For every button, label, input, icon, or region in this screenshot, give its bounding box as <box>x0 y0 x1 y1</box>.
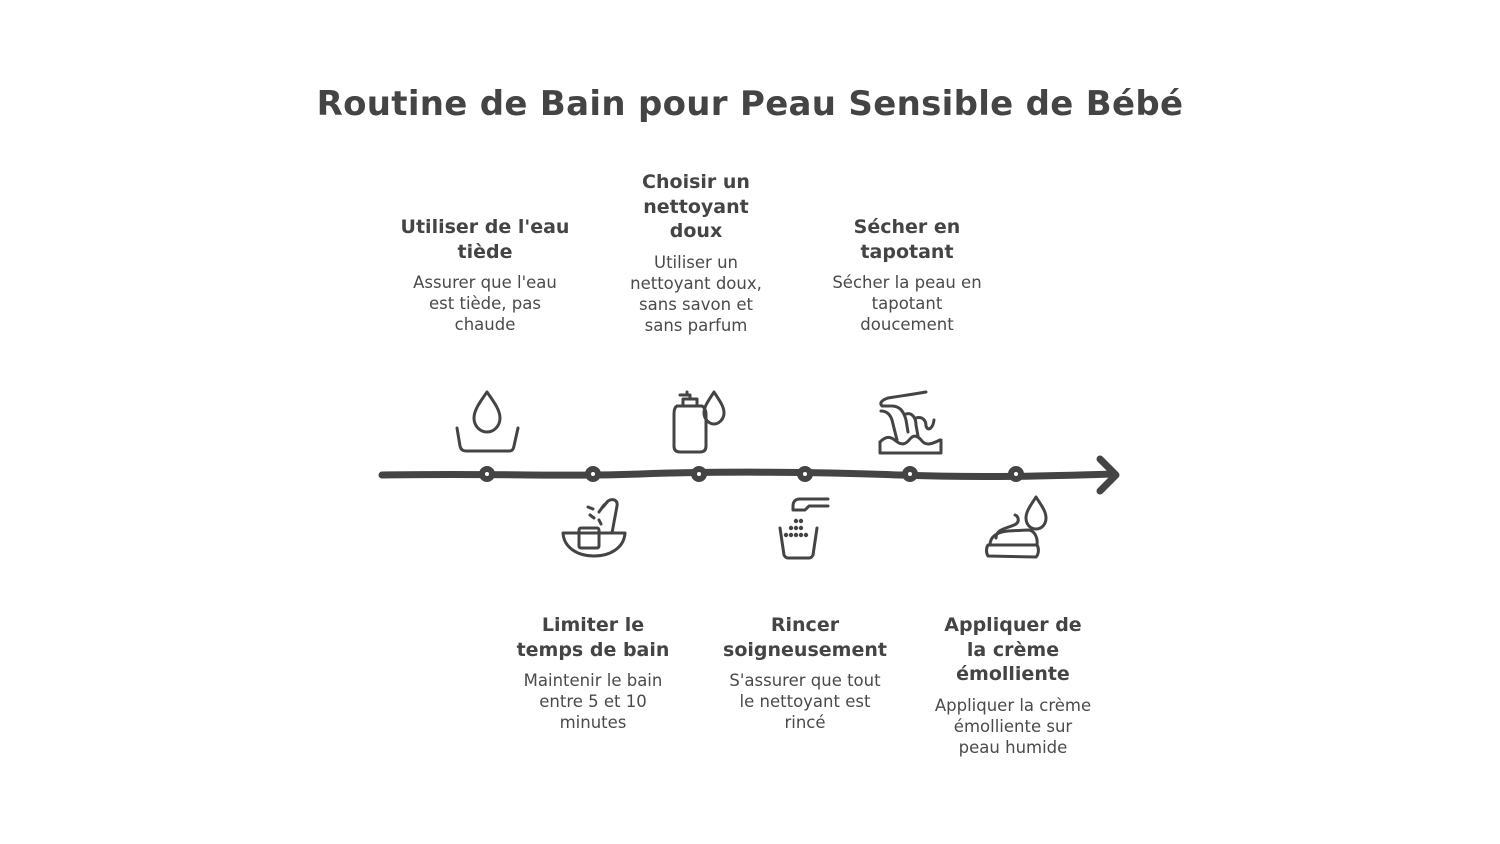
step-4: Rincer soigneusement S'assurer que tout … <box>715 613 895 733</box>
step-description: Utiliser un nettoyant doux, sans savon e… <box>630 252 762 335</box>
water-drop-basin-icon <box>455 390 520 453</box>
step-5: Sécher en tapotant Sécher la peau en tap… <box>822 215 992 335</box>
step-heading: Rincer soigneusement <box>723 614 887 661</box>
cream-jar-drop-icon <box>985 495 1048 559</box>
marker-5 <box>902 466 918 482</box>
bath-timer-shower-icon <box>561 498 627 558</box>
marker-3 <box>691 466 707 482</box>
hand-pat-towel-icon <box>878 390 943 455</box>
step-1: Utiliser de l'eau tiède Assurer que l'ea… <box>400 215 570 335</box>
marker-2 <box>585 466 601 482</box>
arrow-head-icon <box>1096 455 1120 495</box>
timeline-markers <box>479 466 1024 482</box>
step-description: Assurer que l'eau est tiède, pas chaude <box>413 273 557 334</box>
step-heading: Sécher en tapotant <box>853 216 961 263</box>
step-3: Choisir un nettoyant doux Utiliser un ne… <box>611 170 781 336</box>
faucet-rinse-cup-icon <box>778 497 830 560</box>
marker-1 <box>479 466 495 482</box>
step-description: Appliquer la crème émolliente sur peau h… <box>934 695 1092 757</box>
step-description: S'assurer que tout le nettoyant est rinc… <box>729 671 881 732</box>
timeline-line <box>378 468 1116 481</box>
step-heading: Choisir un nettoyant doux <box>642 171 750 242</box>
step-heading: Utiliser de l'eau tiède <box>400 216 570 263</box>
step-6: Appliquer de la crème émolliente Appliqu… <box>928 613 1098 758</box>
step-heading: Limiter le temps de bain <box>516 614 670 661</box>
diagram-title: Routine de Bain pour Peau Sensible de Bé… <box>316 84 1184 124</box>
step-description: Maintenir le bain entre 5 et 10 minutes <box>523 671 663 732</box>
step-description: Sécher la peau en tapotant doucement <box>832 273 982 334</box>
marker-6 <box>1008 466 1024 482</box>
step-2: Limiter le temps de bain Maintenir le ba… <box>508 613 678 733</box>
step-heading: Appliquer de la crème émolliente <box>944 614 1082 685</box>
marker-4 <box>797 466 813 482</box>
soap-pump-drop-icon <box>672 390 726 454</box>
